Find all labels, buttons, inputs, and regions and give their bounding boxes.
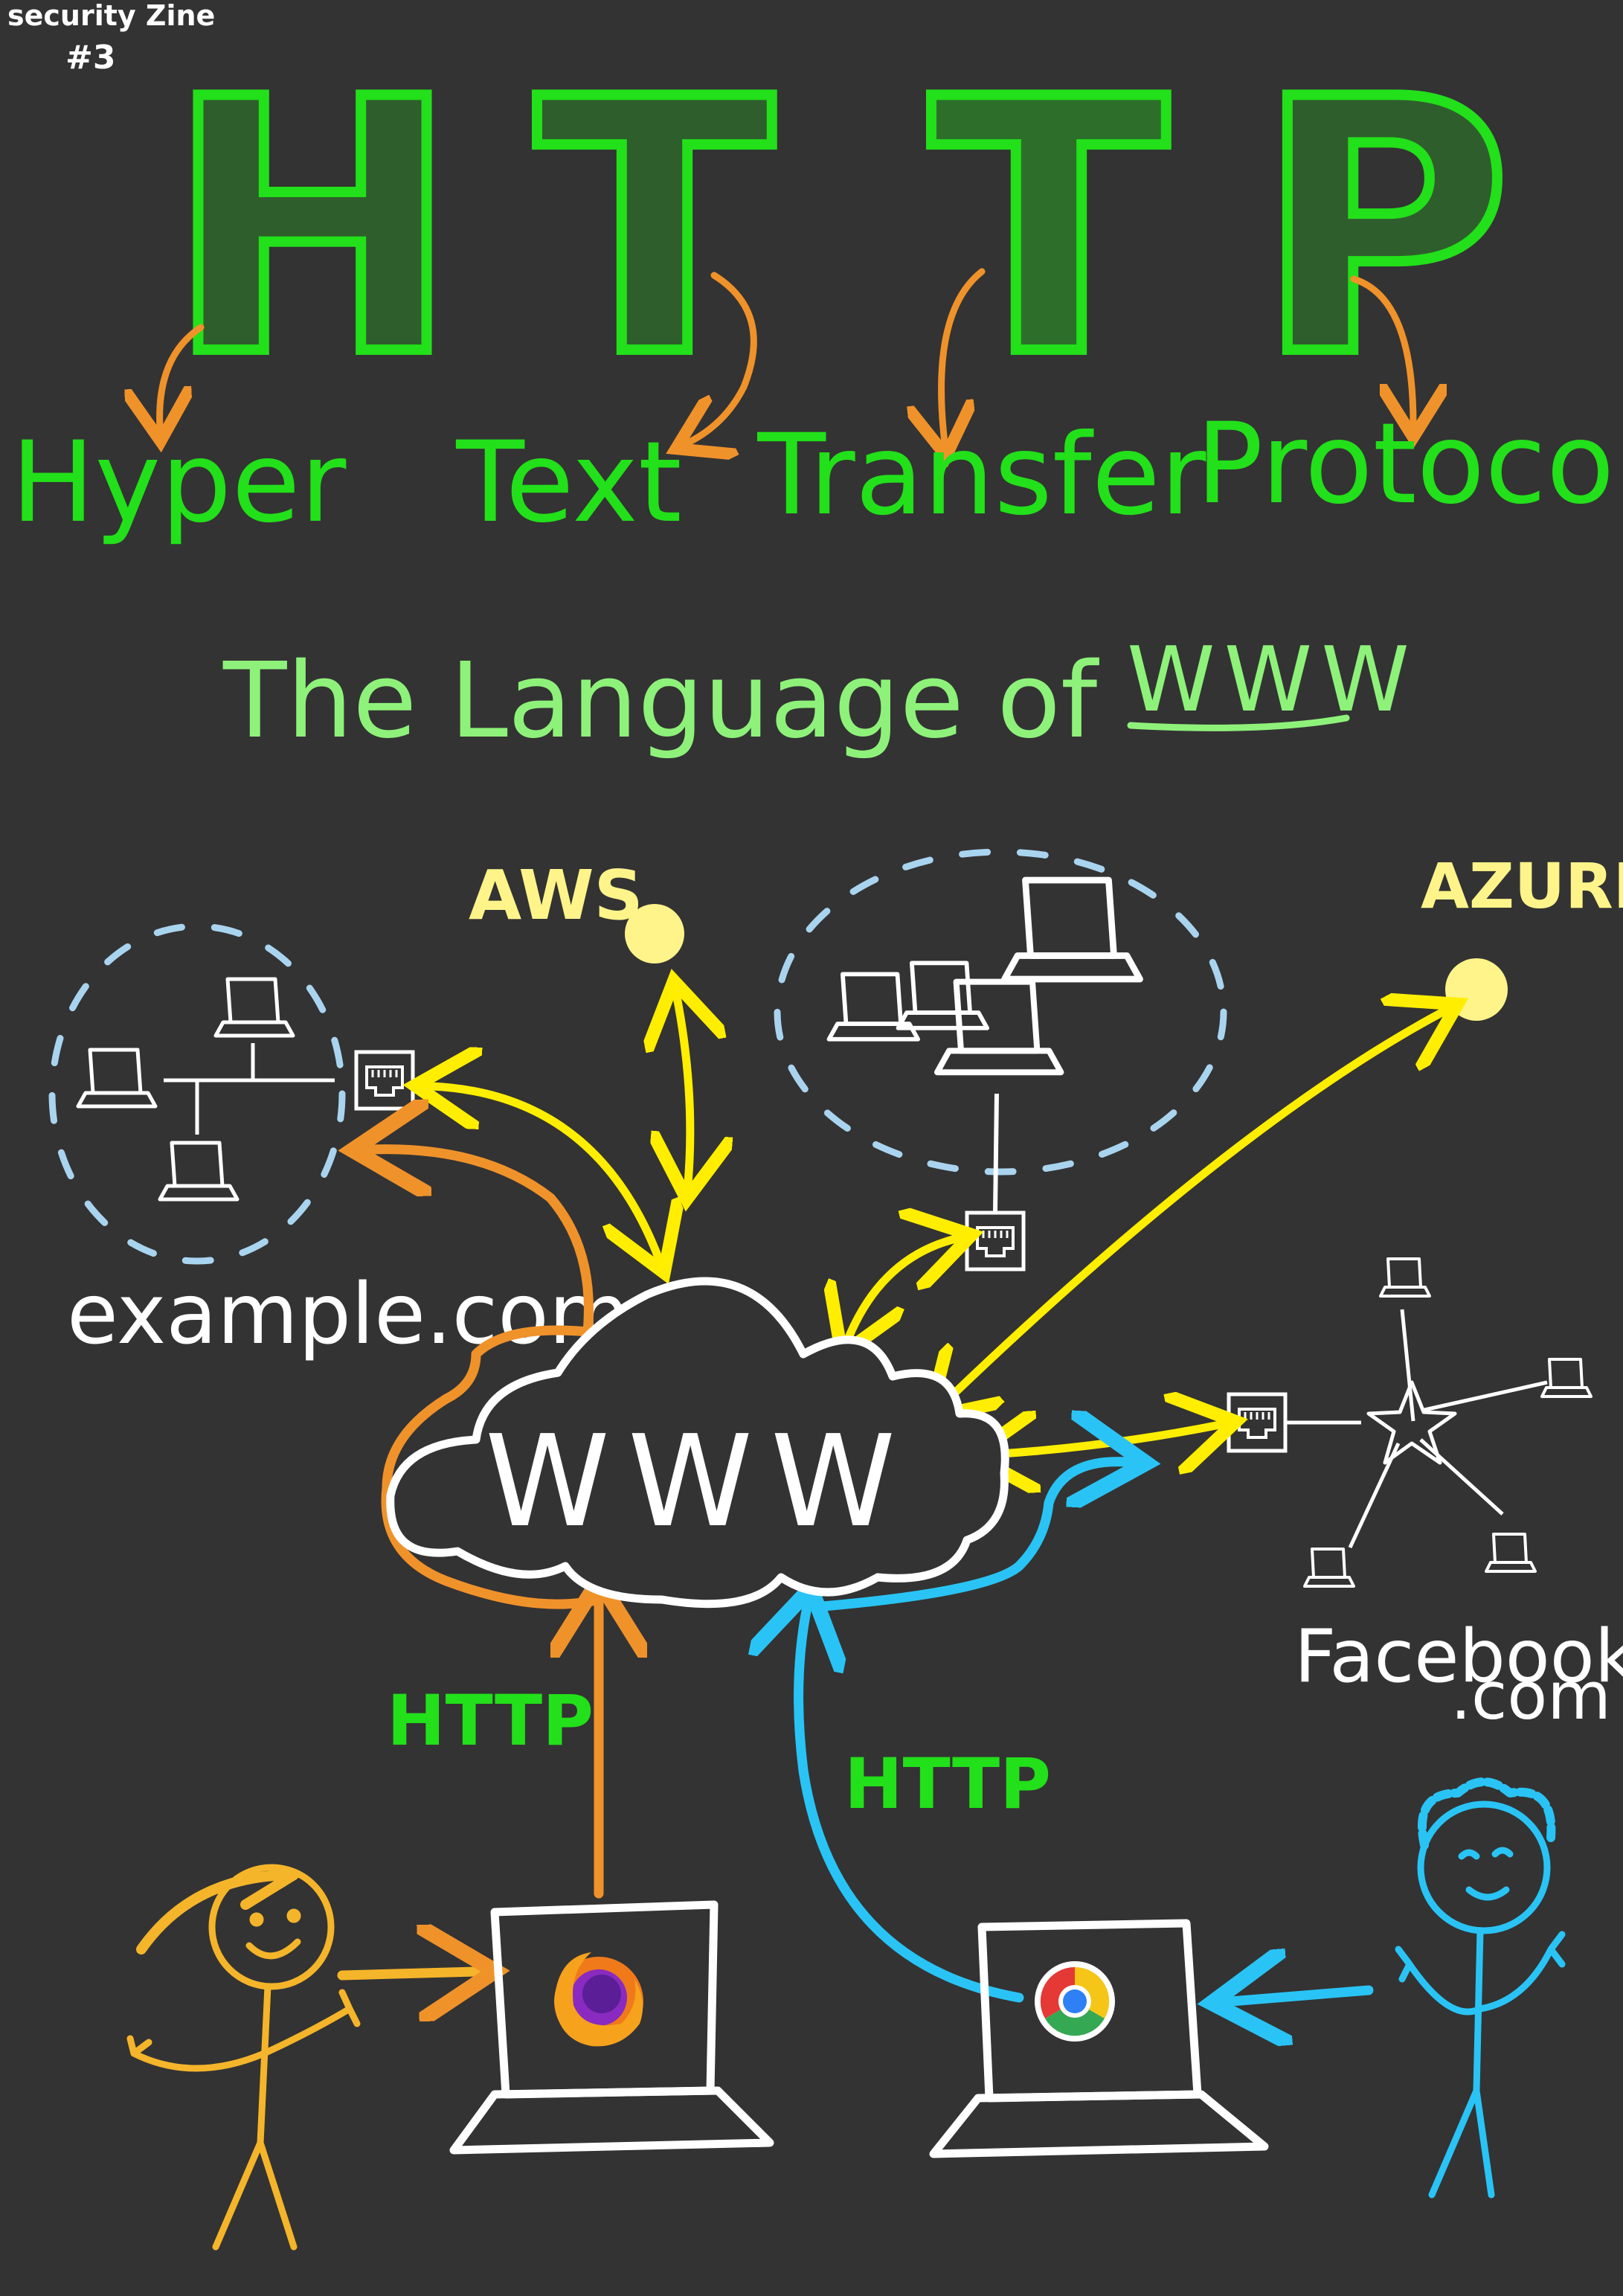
laptop-icon — [1379, 1257, 1431, 1298]
firefox-user — [126, 1864, 361, 2251]
user-hair — [1418, 1777, 1556, 1850]
example-network-boundary — [48, 923, 346, 1265]
arrow-user-to-firefox-laptop — [337, 1972, 476, 1975]
facebook-network: Facebook .com — [1229, 1257, 1623, 1734]
ethernet-port-icon — [967, 1213, 1023, 1269]
user-arms — [126, 1989, 361, 2072]
laptop-base — [449, 2086, 774, 2155]
firefox-request-path — [372, 1149, 604, 1899]
cloud-www-label: WWW — [485, 1408, 913, 1556]
azure-label: AZURE — [1421, 850, 1623, 923]
central-network — [774, 848, 1227, 1269]
user-eye — [249, 1912, 264, 1927]
ethernet-port-icon — [1229, 1394, 1285, 1451]
title-letter-p: P — [1256, 25, 1511, 432]
arrow-laptop-to-www — [799, 1607, 1024, 2003]
word-hyper: Hyper — [11, 418, 347, 548]
arrow-www-aws — [677, 997, 690, 1183]
azure-endpoint-dot — [1445, 958, 1508, 1021]
laptop-icon — [78, 1050, 155, 1106]
user-arms — [1395, 1931, 1566, 2016]
subtitle-text: The Language of — [222, 641, 1099, 762]
example-domain-label: example.com — [67, 1266, 630, 1363]
arrow-www-to-example — [372, 1149, 604, 1609]
http-title: H T T P — [161, 20, 1517, 437]
aws-node: AWS — [469, 856, 684, 963]
arrow-t-to-text — [688, 272, 757, 443]
zine-issue-number: #3 — [65, 39, 115, 77]
firefox-icon — [554, 1952, 643, 2047]
laptop-base — [929, 2090, 1269, 2158]
user-head — [208, 1864, 335, 1990]
user-eyes — [1458, 1847, 1514, 1860]
zine-series-label: security Zine — [7, 0, 215, 32]
arrow-t-to-transfer — [942, 268, 986, 443]
example-network: example.com — [48, 923, 630, 1363]
arrow-www-facebook — [989, 1425, 1220, 1455]
user-hair — [136, 1870, 299, 1955]
word-protocol: Protocol — [1196, 400, 1623, 529]
www-cloud: WWW — [386, 1277, 1009, 1609]
arrow-www-to-facebook — [809, 1462, 1127, 1612]
user-smile — [1465, 1886, 1510, 1901]
chrome-laptop — [929, 1919, 1269, 2158]
laptop-icon — [216, 979, 293, 1036]
aws-label: AWS — [469, 856, 643, 935]
firefox-laptop — [449, 1900, 774, 2155]
aws-endpoint-dot — [625, 904, 684, 963]
title-letter-h: H — [166, 25, 458, 432]
expansion-words: Hyper Text Transfer Protocol — [11, 400, 1623, 548]
central-network-wire — [993, 1093, 999, 1213]
user-head — [1417, 1800, 1551, 1934]
arrow-h-to-hyper — [160, 324, 205, 428]
chrome-user — [1395, 1777, 1566, 2199]
laptop-icon — [899, 963, 988, 1027]
word-text: Text — [455, 418, 681, 548]
facebook-domain-suffix: .com — [1450, 1658, 1611, 1734]
chrome-request-path — [799, 1462, 1127, 2003]
expansion-arrows — [160, 268, 1413, 443]
user-smile — [245, 1938, 301, 1960]
subtitle-underline — [1127, 714, 1350, 731]
word-transfer: Transfer — [756, 411, 1206, 540]
user-eye — [286, 1908, 301, 1923]
arrow-p-to-protocol — [1350, 275, 1413, 424]
star-network-wires — [1287, 1309, 1548, 1549]
example-network-wires — [164, 1043, 335, 1135]
title-letter-t2: T — [930, 25, 1170, 432]
user-body — [212, 1983, 298, 2251]
azure-node: AZURE — [1421, 850, 1623, 1021]
laptop-icon — [1005, 880, 1140, 979]
http-label-chrome: HTTP — [844, 1744, 1051, 1825]
subtitle: The Language of WWW — [222, 629, 1418, 762]
zine-tag: security Zine #3 — [7, 0, 215, 77]
user-body — [1428, 1927, 1495, 2199]
laptop-icon — [1485, 1533, 1537, 1573]
chrome-icon — [1035, 1961, 1115, 2042]
ethernet-port-icon — [356, 1052, 413, 1109]
cloud-outline — [386, 1277, 1009, 1609]
laptop-icon — [160, 1143, 237, 1199]
title-letter-t1: T — [536, 25, 776, 432]
facebook-label: Facebook — [1294, 1614, 1623, 1699]
arrow-www-example — [431, 1086, 658, 1257]
arrow-www-azure — [941, 1012, 1443, 1406]
http-label-firefox: HTTP — [387, 1681, 594, 1762]
subtitle-www: WWW — [1127, 629, 1418, 732]
laptop-icon — [1303, 1548, 1355, 1588]
laptop-icon — [1540, 1358, 1593, 1398]
arrow-www-central-network — [848, 1239, 956, 1339]
arrow-user-to-chrome-laptop — [1231, 1990, 1374, 2001]
